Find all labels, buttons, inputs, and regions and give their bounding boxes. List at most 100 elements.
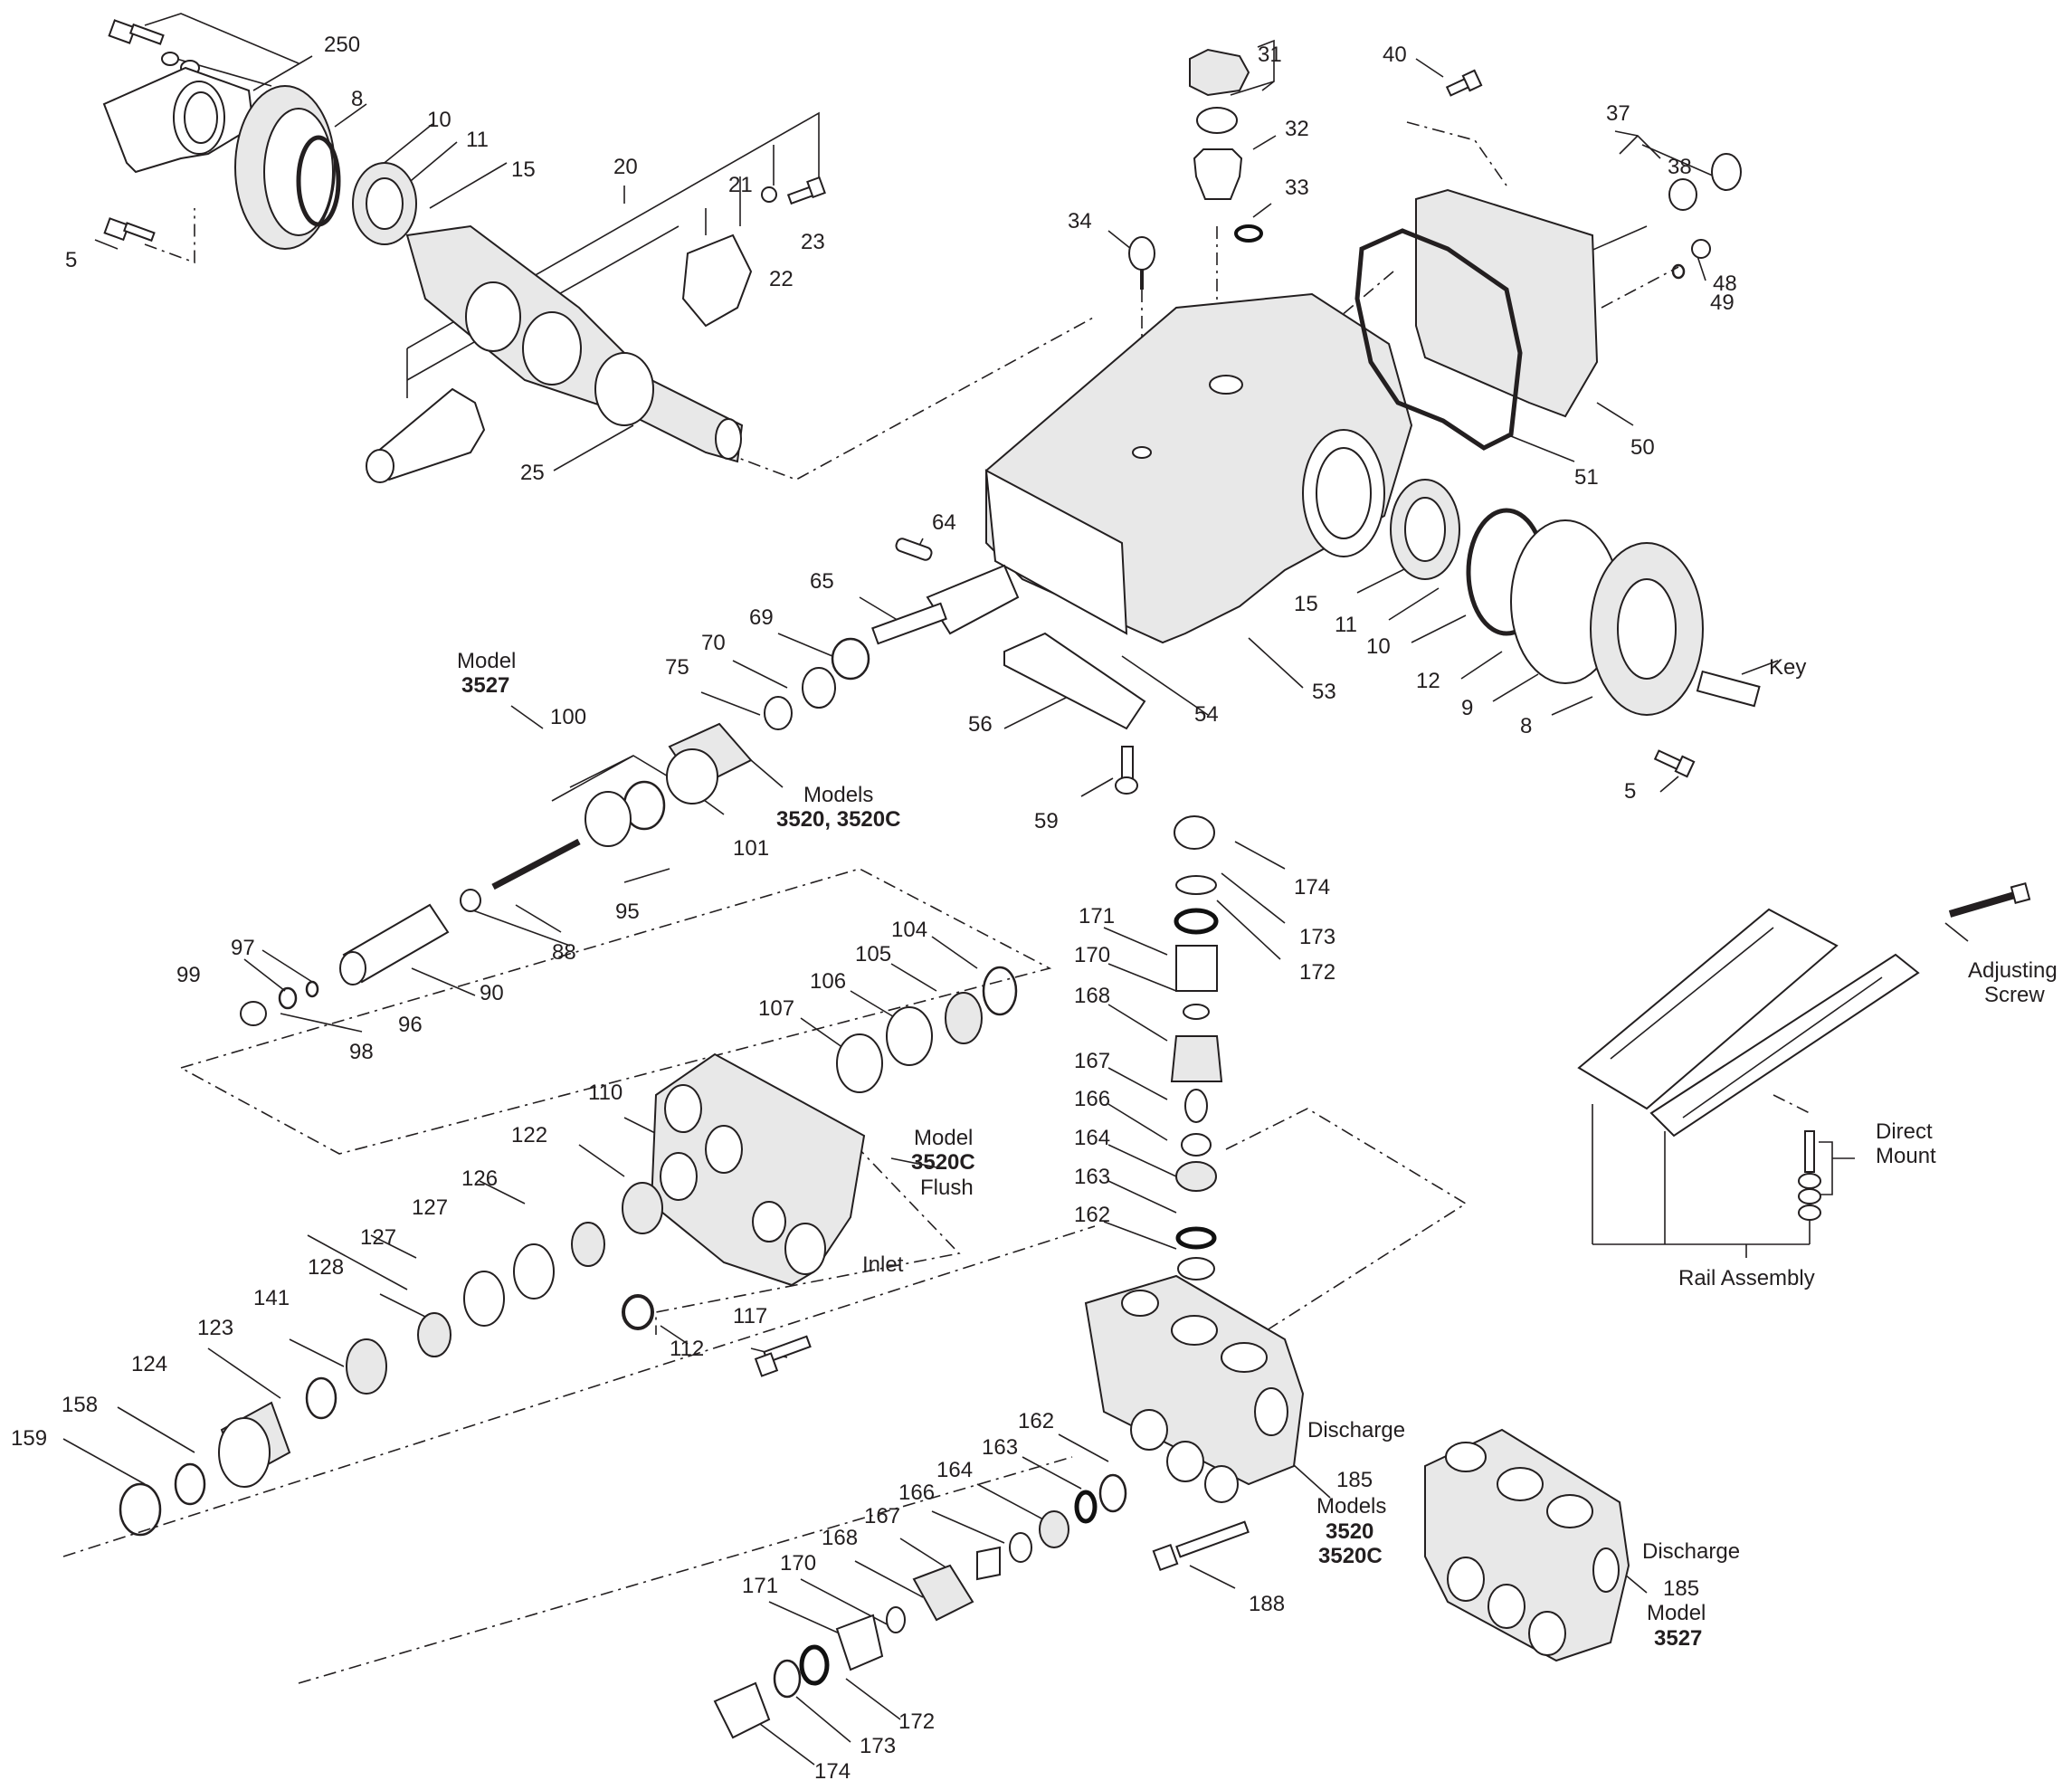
label-173b: 173 <box>860 1734 896 1758</box>
label-101: 101 <box>733 836 769 861</box>
label-11b: 11 <box>1335 613 1357 637</box>
label-128: 128 <box>308 1255 344 1280</box>
bolt-icon <box>786 176 826 205</box>
label-10: 10 <box>427 108 451 132</box>
label-32: 32 <box>1285 117 1309 141</box>
label-164a: 164 <box>1074 1126 1110 1150</box>
label-model-3520c: Model <box>914 1126 973 1150</box>
leader-lines <box>62 13 1969 1766</box>
label-75: 75 <box>665 655 689 680</box>
parts <box>102 19 2031 1739</box>
label-170b: 170 <box>780 1551 816 1576</box>
label-174a: 174 <box>1294 875 1330 900</box>
label-models-3520: Models <box>803 783 873 807</box>
label-15b: 15 <box>1294 592 1318 616</box>
label-48: 48 <box>1713 271 1737 296</box>
label-107: 107 <box>758 996 794 1021</box>
label-174b: 174 <box>814 1759 851 1784</box>
label-126: 126 <box>461 1166 498 1191</box>
label-64: 64 <box>932 510 956 535</box>
label-127b: 127 <box>360 1225 396 1250</box>
label-97: 97 <box>231 936 255 960</box>
label-99: 99 <box>176 963 201 987</box>
label-34: 34 <box>1068 209 1092 233</box>
label-69: 69 <box>749 605 774 630</box>
label-171a: 171 <box>1079 904 1115 928</box>
label-70: 70 <box>701 631 726 655</box>
label-screw: Screw <box>1984 983 2045 1007</box>
label-manifold-3520: 3520 <box>1326 1519 1373 1544</box>
label-8: 8 <box>351 87 363 111</box>
label-model-3527-manifold: Model <box>1647 1601 1706 1625</box>
label-185a: 185 <box>1336 1468 1373 1492</box>
label-168a: 168 <box>1074 984 1110 1008</box>
label-mount: Mount <box>1876 1144 1936 1168</box>
label-models-manifold: Models <box>1316 1494 1386 1519</box>
label-manifold-3527: 3527 <box>1654 1626 1702 1651</box>
bolt-icon <box>108 19 165 45</box>
label-158: 158 <box>62 1393 98 1417</box>
label-53: 53 <box>1312 680 1336 704</box>
label-105: 105 <box>855 942 891 966</box>
label-manifold-3520c: 3520C <box>1318 1544 1383 1568</box>
label-40: 40 <box>1383 43 1407 67</box>
label-9: 9 <box>1461 696 1473 720</box>
label-172a: 172 <box>1299 960 1335 985</box>
label-171b: 171 <box>742 1574 778 1598</box>
label-22: 22 <box>769 267 794 291</box>
label-59: 59 <box>1034 809 1059 833</box>
label-11: 11 <box>466 128 489 152</box>
label-188: 188 <box>1249 1592 1285 1616</box>
label-12: 12 <box>1416 669 1440 693</box>
label-167b: 167 <box>864 1504 900 1528</box>
label-8b: 8 <box>1520 714 1532 738</box>
bolt-icon <box>103 217 156 243</box>
label-95: 95 <box>615 900 640 924</box>
label-127a: 127 <box>412 1195 448 1220</box>
label-rail-assembly: Rail Assembly <box>1678 1266 1815 1290</box>
bolt-icon <box>1653 749 1696 778</box>
label-adjusting: Adjusting <box>1968 958 2058 983</box>
label-163b: 163 <box>982 1435 1018 1460</box>
label-168b: 168 <box>822 1526 858 1550</box>
label-112: 112 <box>670 1337 704 1361</box>
label-167a: 167 <box>1074 1049 1110 1073</box>
label-54: 54 <box>1194 702 1219 727</box>
label-discharge-3520: Discharge <box>1307 1418 1405 1442</box>
label-discharge-3527: Discharge <box>1642 1539 1740 1564</box>
label-90: 90 <box>480 981 504 1005</box>
label-50: 50 <box>1630 435 1655 460</box>
label-10b: 10 <box>1366 634 1391 659</box>
label-25: 25 <box>520 461 545 485</box>
label-inlet: Inlet <box>862 1252 904 1277</box>
label-model-3527-title: Model <box>457 649 516 673</box>
label-56: 56 <box>968 712 993 737</box>
label-38: 38 <box>1668 155 1692 179</box>
label-models-3520-3520c: 3520, 3520C <box>776 807 900 832</box>
label-104: 104 <box>891 918 927 942</box>
label-100: 100 <box>550 705 586 729</box>
label-5: 5 <box>65 248 77 272</box>
label-170a: 170 <box>1074 943 1110 967</box>
label-163a: 163 <box>1074 1165 1110 1189</box>
label-159: 159 <box>11 1426 47 1451</box>
annotation-labels: Model 3527 Models 3520, 3520C Model 3520… <box>457 649 2058 1651</box>
bolt-icon <box>1445 69 1483 97</box>
label-31: 31 <box>1258 43 1282 67</box>
label-direct: Direct <box>1876 1119 1933 1144</box>
label-flush: Flush <box>920 1176 974 1200</box>
label-88: 88 <box>552 940 576 965</box>
part-number-labels: 250 8 10 11 15 20 21 22 23 5 31 32 33 34… <box>11 33 1806 1784</box>
label-162b: 162 <box>1018 1409 1054 1433</box>
label-185b: 185 <box>1663 1576 1699 1601</box>
label-122: 122 <box>511 1123 547 1147</box>
label-250: 250 <box>324 33 360 57</box>
label-51: 51 <box>1574 465 1599 490</box>
label-166b: 166 <box>898 1481 935 1505</box>
label-106: 106 <box>810 969 846 994</box>
label-124: 124 <box>131 1352 167 1376</box>
label-33: 33 <box>1285 176 1309 200</box>
label-5b: 5 <box>1624 779 1636 804</box>
label-15: 15 <box>511 157 536 182</box>
